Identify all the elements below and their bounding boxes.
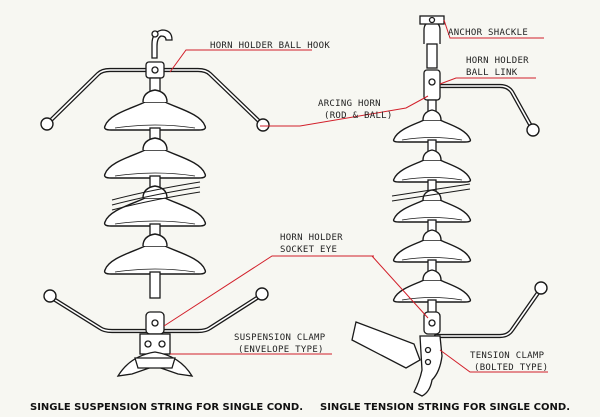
label-horn-holder-ball-link-1: HORN HOLDER <box>466 56 529 66</box>
suspension-clamp <box>116 333 194 377</box>
label-arcing-horn-2: (ROD & BALL) <box>324 111 393 121</box>
label-horn-holder-socket-eye-2: SOCKET EYE <box>280 245 337 255</box>
suspension-insulator-discs <box>103 77 207 299</box>
tension-top-horn <box>427 83 540 137</box>
label-suspension-clamp-1: SUSPENSION CLAMP <box>234 333 326 343</box>
tension-insulator-discs <box>392 99 472 315</box>
label-anchor-shackle: ANCHOR SHACKLE <box>448 28 528 38</box>
tension-bottom-horn <box>433 281 548 339</box>
caption-suspension-string: SINGLE SUSPENSION STRING FOR SINGLE COND… <box>30 402 303 413</box>
label-horn-holder-ball-hook: HORN HOLDER BALL HOOK <box>210 41 330 51</box>
callout-labels: HORN HOLDER BALL HOOK ANCHOR SHACKLE HOR… <box>210 28 548 373</box>
label-suspension-clamp-2: (ENVELOPE TYPE) <box>238 345 324 355</box>
label-tension-clamp-1: TENSION CLAMP <box>470 351 545 361</box>
suspension-string <box>40 29 270 377</box>
anchor-shackle <box>423 21 441 44</box>
tension-string <box>351 15 548 397</box>
tension-clamp <box>351 321 443 397</box>
label-horn-holder-ball-link-2: BALL LINK <box>466 68 518 78</box>
label-tension-clamp-2: (BOLTED TYPE) <box>474 363 548 373</box>
label-arcing-horn-1: ARCING HORN <box>318 99 381 109</box>
caption-tension-string: SINGLE TENSION STRING FOR SINGLE COND. <box>320 402 570 413</box>
leader-lines <box>163 19 548 373</box>
label-horn-holder-socket-eye-1: HORN HOLDER <box>280 233 343 243</box>
captions: SINGLE SUSPENSION STRING FOR SINGLE COND… <box>30 402 570 413</box>
